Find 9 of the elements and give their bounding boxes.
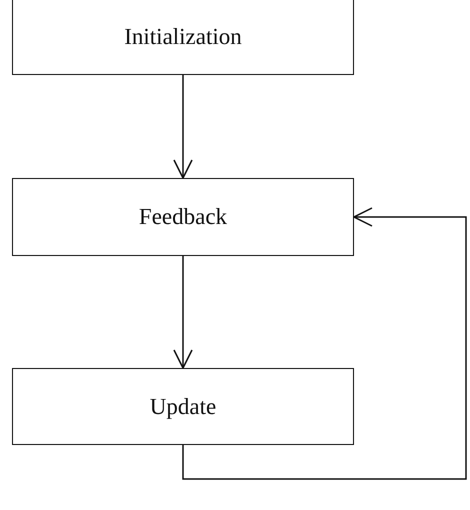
box-label: Feedback — [138, 204, 228, 230]
process-box — [12, 368, 354, 445]
box-label: Update — [150, 394, 216, 420]
arrow — [173, 75, 193, 179]
process-box — [12, 178, 354, 256]
arrow — [182, 207, 467, 480]
process-box — [12, 0, 354, 75]
arrow — [173, 256, 193, 369]
box-label: Initialization — [124, 24, 242, 50]
